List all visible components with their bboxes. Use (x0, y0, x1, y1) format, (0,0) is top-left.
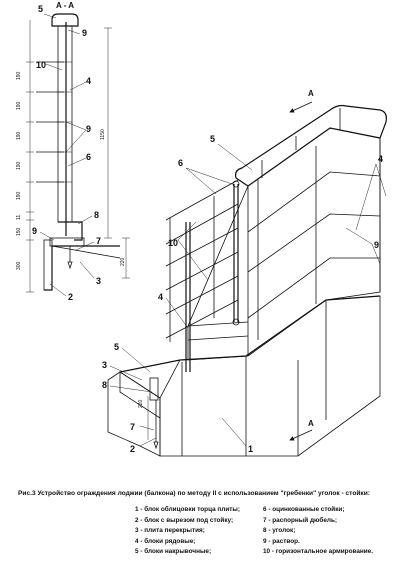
figure-caption: Рис.3 Устройство ограждения лоджии (балк… (18, 490, 370, 497)
legend-item-7: 7 - распорный дюбель; (263, 516, 337, 524)
coping-blocks (235, 104, 387, 187)
section-view (26, 13, 130, 293)
wall-blocks-section (57, 25, 73, 223)
dim-190-1: 190 (16, 71, 22, 80)
legend-item-4: 4 - блоки рядовые; (135, 537, 196, 545)
callout-4-3d-mid: 4 (158, 292, 163, 302)
dim-1150: 1150 (100, 129, 106, 140)
callout-7-3d: 7 (130, 422, 135, 432)
callout-10-3d: 10 (168, 238, 178, 248)
dim-300: 300 (16, 261, 22, 270)
callout-9-section-top: 9 (82, 28, 87, 38)
legend-item-8: 8 - уголок; (263, 527, 296, 535)
callout-8-3d: 8 (102, 380, 107, 390)
callout-5-section: 5 (38, 4, 43, 14)
callout-9-section-low: 9 (32, 226, 37, 236)
callout-6-3d: 6 (178, 158, 183, 168)
section-mark: A - A (56, 1, 74, 10)
legend-item-6: 6 - оцинкованные стойки; (263, 506, 345, 513)
post-cutout (149, 377, 159, 401)
horizontal-reinforcement (165, 179, 239, 342)
callout-9-section-mid: 9 (86, 124, 91, 134)
legend-column-left: 1 - блок облицовки торца плиты; 2 - блок… (135, 505, 240, 558)
callout-9-3d: 9 (374, 240, 379, 250)
section-arrow-bottom (289, 429, 313, 441)
section-letter-bottom: A (308, 419, 314, 428)
dim-220: 220 (120, 257, 126, 266)
callout-5-3d: 5 (210, 134, 215, 144)
angle-section (58, 221, 83, 241)
dim-11: 11 (16, 215, 22, 220)
callout-3-section: 3 (96, 276, 101, 286)
notched-block (119, 371, 161, 419)
callout-4-3d-top: 4 (378, 154, 383, 164)
construction-drawing: A - A A A 190 190 190 190 190 11 150 300… (16, 1, 387, 457)
mortar-section (49, 237, 85, 247)
callout-7-section: 7 (96, 236, 101, 246)
galvanized-posts (185, 180, 240, 372)
legend-item-5: 5 - блоки накрывочные; (135, 548, 212, 556)
labels: A - A A A 190 190 190 190 190 11 150 300… (16, 1, 383, 454)
dim-190-2: 190 (16, 101, 22, 110)
callout-1-3d: 1 (248, 444, 253, 454)
legend-item-1: 1 - блок облицовки торца плиты; (135, 506, 240, 513)
callout-2-3d: 2 (130, 444, 135, 454)
callout-10-section: 10 (36, 60, 46, 70)
dim-190-4: 190 (16, 161, 22, 170)
dim-190-3: 190 (16, 131, 22, 140)
legend-column-right: 6 - оцинкованные стойки; 7 - распорный д… (263, 505, 373, 558)
callout-3-3d: 3 (102, 360, 107, 370)
legend-item-2: 2 - блок с вырезом под стойку; (135, 516, 234, 524)
edge-block-section (43, 239, 53, 291)
callout-5-3d-low: 5 (114, 342, 119, 352)
section-letter-top: A (308, 89, 314, 98)
legend-item-9: 9 - раствор. (263, 537, 300, 545)
legend-item-10: 10 - горизонтальное армирование. (263, 548, 374, 556)
dim-190-5: 190 (16, 191, 22, 200)
row-blocks-wall (187, 127, 381, 361)
callout-6-section: 6 (86, 152, 91, 162)
callout-4-section: 4 (86, 76, 91, 86)
dim-150: 150 (16, 227, 22, 236)
callout-2-section: 2 (68, 292, 73, 302)
callout-8-section: 8 (94, 210, 99, 220)
facing-block-wall (159, 295, 381, 457)
legend-item-3: 3 - плита перекрытия; (135, 527, 205, 535)
section-arrow-top (289, 101, 313, 113)
coping-block-section (51, 13, 79, 27)
dim-220-3d: 220 (138, 399, 144, 408)
reinforcement-section (36, 61, 64, 183)
isometric-view (107, 101, 387, 457)
leader-lines (39, 13, 387, 447)
